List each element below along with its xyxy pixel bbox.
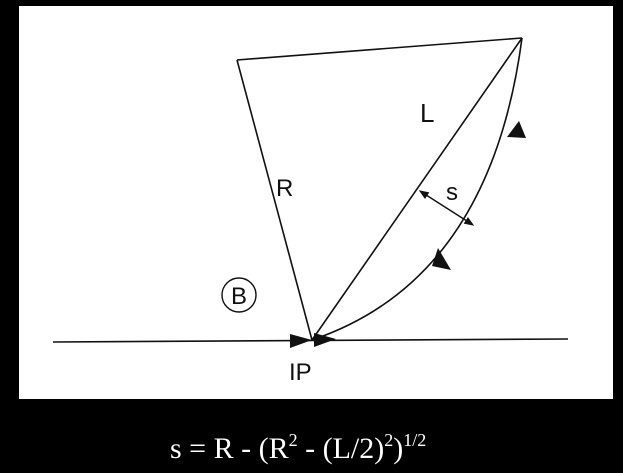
- radius-line-R: [236, 59, 313, 341]
- ip-arrow-right: [314, 333, 336, 347]
- arc-arrow-upper: [507, 121, 526, 138]
- label-B: B: [231, 283, 247, 310]
- chord-line-L: [311, 37, 523, 341]
- formula-sup1: 2: [289, 430, 298, 450]
- arc: [311, 37, 523, 341]
- top-edge: [236, 37, 523, 61]
- label-s: s: [446, 179, 458, 206]
- ip-arrow-left: [290, 334, 312, 348]
- formula-text: s = R - (R2 - (L/2)2)1/2: [170, 430, 426, 465]
- formula-sup2: 2: [384, 430, 393, 450]
- label-B-circle: [221, 277, 257, 313]
- sagitta-arrow: [418, 190, 475, 226]
- label-L: L: [420, 98, 434, 128]
- formula-part3: ): [393, 432, 403, 465]
- formula-part1: s = R - (R: [170, 432, 289, 465]
- arc-arrow-lower: [432, 248, 451, 270]
- label-R: R: [276, 175, 293, 202]
- label-IP: IP: [289, 359, 312, 386]
- formula-part2: - (L/2): [298, 432, 385, 465]
- formula-sup3: 1/2: [403, 430, 426, 450]
